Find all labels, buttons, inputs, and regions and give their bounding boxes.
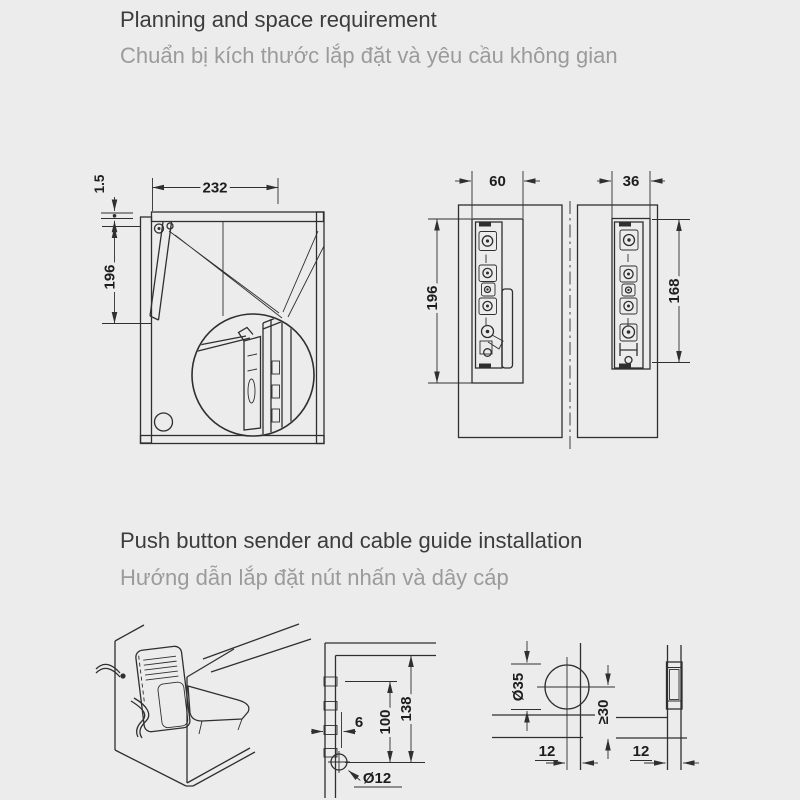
- cable-grommet-hole: [153, 412, 174, 432]
- svg-text:12: 12: [539, 743, 556, 760]
- svg-text:6: 6: [355, 714, 363, 731]
- cable-guide-profile: [665, 661, 683, 710]
- sender-lever: [187, 685, 250, 722]
- svg-text:196: 196: [424, 285, 441, 310]
- section2-subtitle: Hướng dẫn lắp đặt nút nhấn và dây cáp: [120, 565, 509, 590]
- section1-title: Planning and space requirement: [120, 7, 437, 32]
- dimension-front-height: 196: [98, 226, 152, 324]
- dimension-cable-hole-dia: Ø12: [348, 767, 402, 791]
- dimension-button-hole-dia: Ø35: [507, 641, 541, 731]
- svg-text:Ø12: Ø12: [363, 770, 391, 787]
- drawing-button-hole: Ø35 ≥30 12: [492, 641, 616, 770]
- dimension-panel-right-width: 36: [597, 170, 665, 218]
- svg-text:60: 60: [489, 173, 506, 190]
- svg-text:≥30: ≥30: [595, 700, 612, 725]
- dimension-panel-left-height: 196: [421, 218, 472, 384]
- guide-rail: [613, 221, 644, 369]
- svg-text:232: 232: [202, 180, 227, 197]
- hinge-screw-icon: [153, 223, 165, 234]
- svg-text:1.5: 1.5: [92, 174, 107, 193]
- dimension-total-height: 138: [395, 655, 419, 763]
- dimension-panel-right-height: 168: [652, 219, 690, 363]
- svg-text:12: 12: [633, 743, 650, 760]
- drawing-side-panel-right: 36 168: [576, 170, 690, 439]
- svg-text:196: 196: [102, 264, 119, 289]
- lift-rail: [474, 221, 514, 369]
- drawing-side-panel-left: 60 196: [421, 170, 563, 439]
- latch-detail-view: [193, 315, 292, 435]
- sender-cable: [95, 663, 150, 739]
- detail-magnifier-circle: [191, 313, 315, 437]
- drawing-cabinet-cross-section: 232 1.5 196: [89, 171, 325, 445]
- dimension-front-width: 232: [152, 176, 279, 211]
- sender-device: [135, 645, 191, 733]
- section1-subtitle: Chuẩn bị kích thước lắp đặt và yêu cầu k…: [120, 43, 618, 68]
- svg-text:36: 36: [623, 173, 640, 190]
- dimension-hole-distance: 100: [374, 681, 398, 763]
- svg-text:Ø35: Ø35: [510, 673, 527, 701]
- svg-text:168: 168: [666, 278, 683, 303]
- dimension-side-offset-b: 12: [629, 740, 699, 766]
- dimension-panel-left-width: 60: [455, 170, 540, 218]
- drawing-drill-positions: 6 100 138 Ø12: [311, 642, 436, 798]
- dimension-edge-offset: 6: [311, 711, 367, 748]
- dimension-reveal-gap: 1.5: [89, 171, 133, 235]
- dimension-min-center-distance: ≥30: [592, 665, 616, 759]
- section2-title: Push button sender and cable guide insta…: [120, 528, 583, 553]
- svg-text:100: 100: [377, 709, 394, 734]
- drawing-cable-guide: 12: [616, 645, 699, 770]
- dimension-side-offset-a: 12: [535, 740, 598, 766]
- drawing-sender-isometric: [95, 623, 312, 787]
- svg-text:138: 138: [398, 696, 415, 721]
